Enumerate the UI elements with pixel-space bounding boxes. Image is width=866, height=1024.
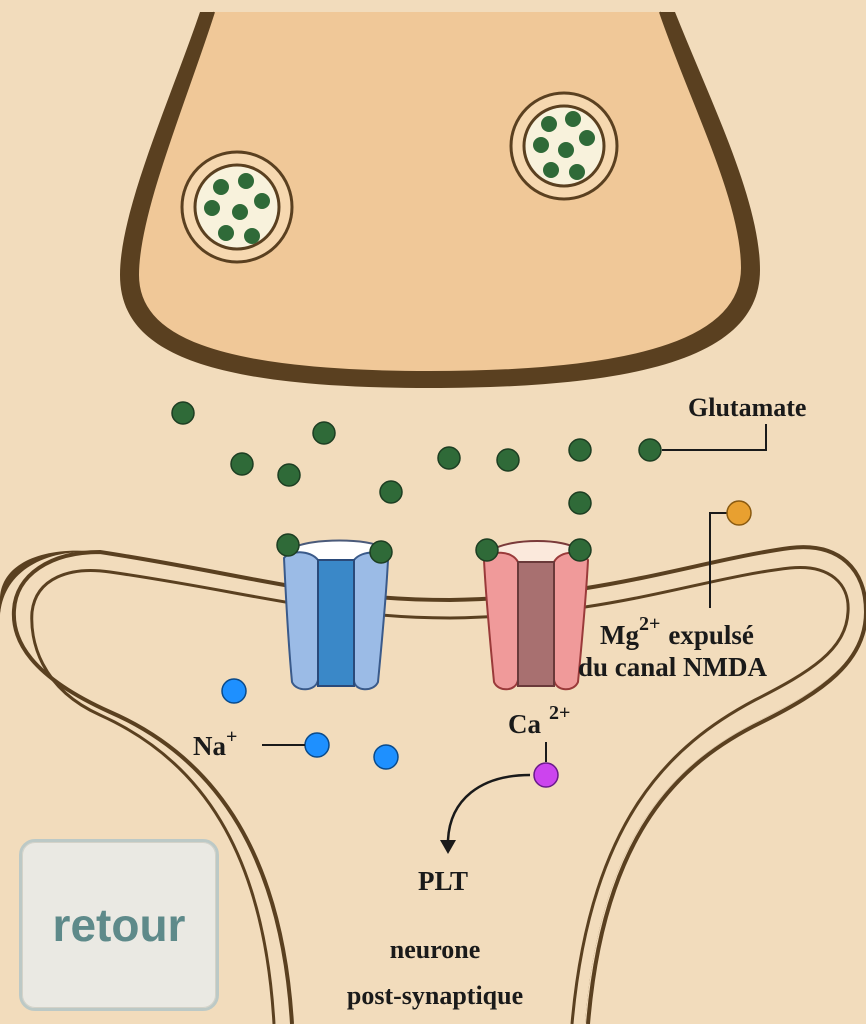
mg-ion: [727, 501, 751, 525]
glutamate-molecule: [370, 541, 392, 563]
glutamate-molecule: [278, 464, 300, 486]
glutamate-molecule: [438, 447, 460, 469]
plt-label: PLT: [418, 866, 468, 896]
glutamate-molecule: [172, 402, 194, 424]
retour-button[interactable]: retour: [19, 839, 219, 1011]
glutamate-molecule: [639, 439, 661, 461]
mg-label-line2: du canal NMDA: [578, 652, 768, 682]
glutamate-molecule: [380, 481, 402, 503]
neuron-label-line2: post-synaptique: [347, 981, 523, 1010]
synaptic-vesicle-left: [182, 152, 292, 262]
synaptic-vesicle-right: [511, 93, 617, 199]
neuron-label-line1: neurone: [390, 935, 481, 964]
glutamate-molecules: [172, 402, 661, 563]
glutamate-molecule: [277, 534, 299, 556]
glutamate-molecule: [231, 453, 253, 475]
nmda-channel: [484, 541, 588, 689]
glutamate-molecule: [569, 492, 591, 514]
ampa-channel: [284, 541, 388, 690]
glutamate-molecule: [569, 539, 591, 561]
glutamate-molecule: [476, 539, 498, 561]
glutamate-molecule: [313, 422, 335, 444]
ca-ion: [534, 763, 558, 787]
na-ion: [222, 679, 246, 703]
glutamate-molecule: [497, 449, 519, 471]
glutamate-label: Glutamate: [688, 393, 806, 422]
glutamate-leader-line: [662, 424, 766, 450]
glutamate-molecule: [569, 439, 591, 461]
na-ion: [305, 733, 329, 757]
na-ion: [374, 745, 398, 769]
retour-button-label: retour: [53, 898, 186, 952]
